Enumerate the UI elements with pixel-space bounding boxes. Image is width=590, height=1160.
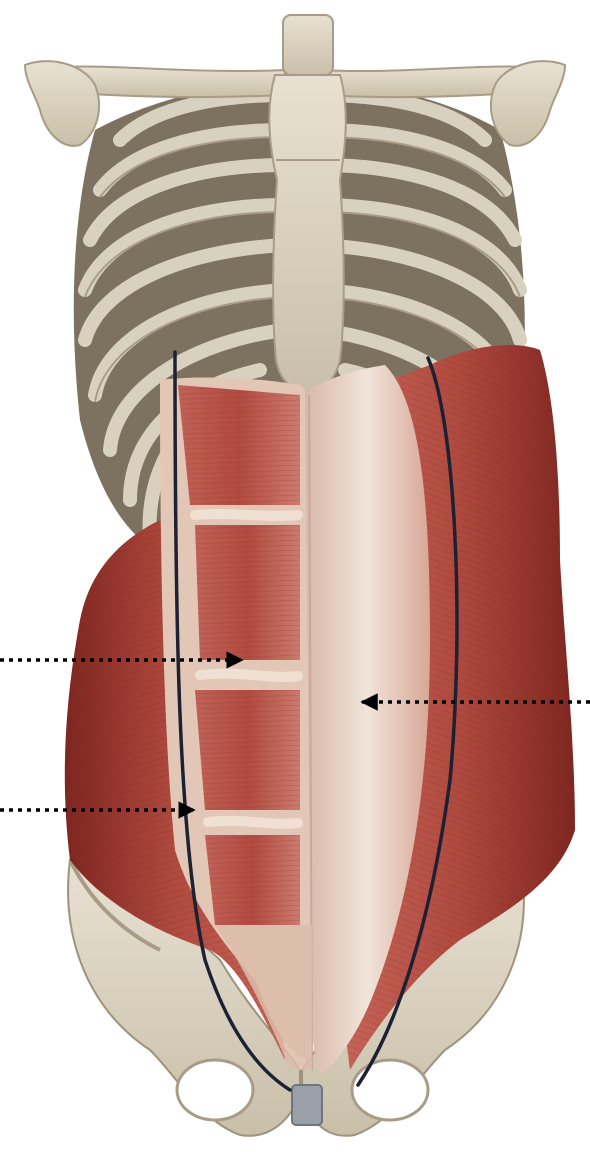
anatomy-figure	[0, 0, 590, 1160]
abdominal-wall-illustration	[0, 0, 590, 1160]
